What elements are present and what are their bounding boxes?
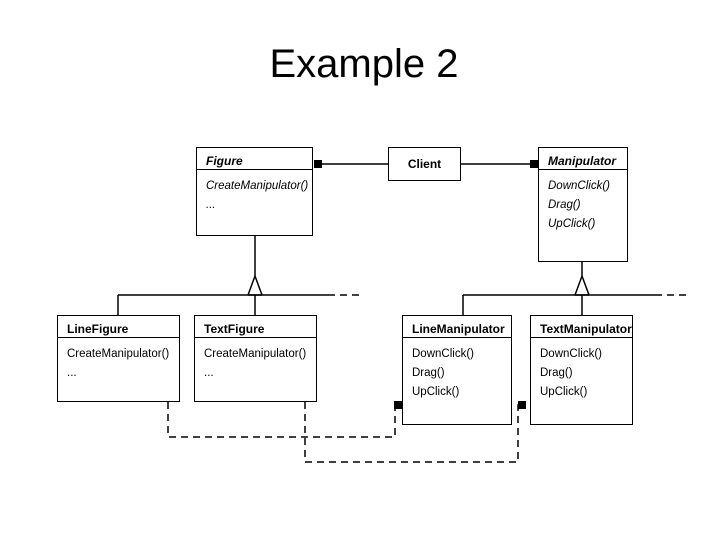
textmanipulator-op: Drag() <box>540 367 573 379</box>
linefigure-op: ... <box>67 367 77 379</box>
client-manipulator-arrowhead <box>530 160 538 168</box>
linemanipulator-class-name: LineManipulator <box>403 316 511 338</box>
linemanipulator-class-box: LineManipulator DownClick() Drag() UpCli… <box>402 315 512 425</box>
figure-class-box: Figure CreateManipulator() ... <box>196 147 313 236</box>
figure-inheritance-triangle <box>247 275 263 296</box>
textmanipulator-dependency-arrowhead <box>518 401 526 409</box>
manipulator-op: Drag() <box>548 199 581 211</box>
linemanipulator-dependency-arrowhead <box>394 401 402 409</box>
figure-op: CreateManipulator() <box>206 180 309 192</box>
manipulator-class-name: Manipulator <box>539 148 627 170</box>
client-figure-arrowhead <box>314 160 322 168</box>
linemanipulator-op: DownClick() <box>412 348 474 360</box>
textmanipulator-class-box: TextManipulator DownClick() Drag() UpCli… <box>530 315 633 425</box>
linemanipulator-op: Drag() <box>412 367 445 379</box>
textfigure-op: ... <box>204 367 214 379</box>
figure-class-name: Figure <box>197 148 312 170</box>
manipulator-op: DownClick() <box>548 180 610 192</box>
textfigure-class-box: TextFigure CreateManipulator() ... <box>194 315 317 402</box>
textfigure-operations: CreateManipulator() ... <box>195 338 316 383</box>
linefigure-operations: CreateManipulator() ... <box>58 338 179 383</box>
manipulator-class-box: Manipulator DownClick() Drag() UpClick() <box>538 147 628 262</box>
textfigure-class-name: TextFigure <box>195 316 316 338</box>
linefigure-class-name: LineFigure <box>58 316 179 338</box>
manipulator-inheritance-triangle <box>574 275 590 296</box>
textmanipulator-op: UpClick() <box>540 386 588 398</box>
manipulator-operations: DownClick() Drag() UpClick() <box>539 170 627 234</box>
figure-operations: CreateManipulator() ... <box>197 170 312 215</box>
client-class-box: Client <box>388 147 461 181</box>
slide-title: Example 2 <box>269 42 459 86</box>
linemanipulator-operations: DownClick() Drag() UpClick() <box>403 338 511 402</box>
linefigure-linemanipulator-dependency <box>167 402 398 438</box>
textfigure-textmanipulator-dependency <box>304 402 522 463</box>
textmanipulator-op: DownClick() <box>540 348 602 360</box>
textmanipulator-class-name: TextManipulator <box>531 316 632 338</box>
linemanipulator-op: UpClick() <box>412 386 460 398</box>
client-class-name: Client <box>407 157 442 171</box>
figure-op: ... <box>206 199 216 211</box>
linefigure-op: CreateManipulator() <box>67 348 170 360</box>
manipulator-op: UpClick() <box>548 218 596 230</box>
linefigure-class-box: LineFigure CreateManipulator() ... <box>57 315 180 402</box>
textmanipulator-operations: DownClick() Drag() UpClick() <box>531 338 632 402</box>
textfigure-op: CreateManipulator() <box>204 348 307 360</box>
